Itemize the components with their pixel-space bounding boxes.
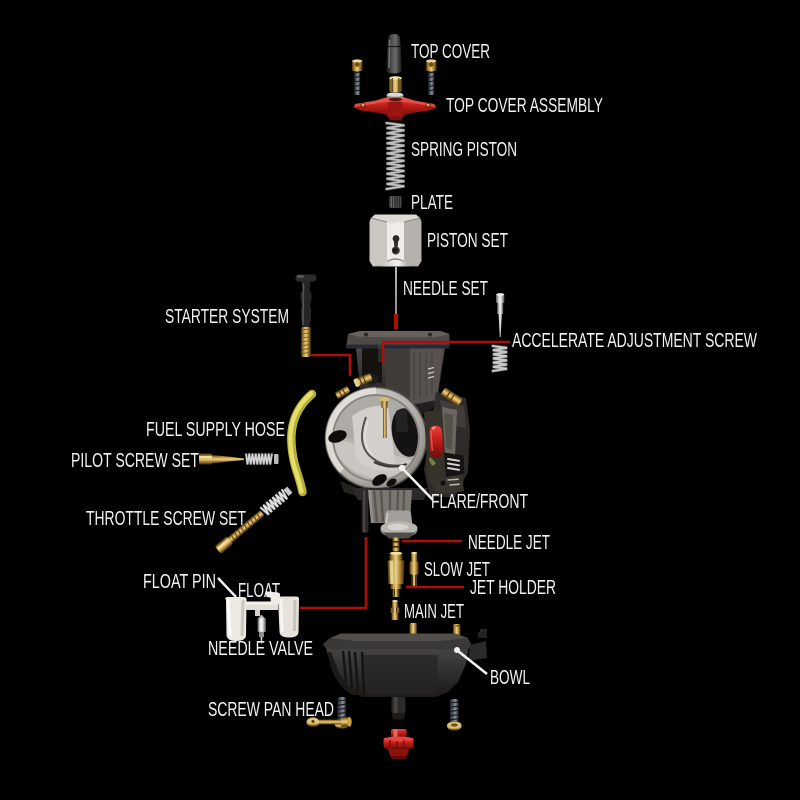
svg-text:TOP COVER: TOP COVER <box>411 41 490 63</box>
svg-text:SCREW PAN HEAD: SCREW PAN HEAD <box>208 699 334 721</box>
svg-text:PLATE: PLATE <box>411 192 453 214</box>
svg-text:PILOT SCREW SET: PILOT SCREW SET <box>71 450 199 472</box>
svg-text:BOWL: BOWL <box>490 667 530 689</box>
svg-text:NEEDLE SET: NEEDLE SET <box>403 278 488 300</box>
svg-text:STARTER SYSTEM: STARTER SYSTEM <box>165 306 289 328</box>
svg-text:ACCELERATE ADJUSTMENT SCREW: ACCELERATE ADJUSTMENT SCREW <box>512 330 757 352</box>
svg-text:PISTON SET: PISTON SET <box>427 230 508 252</box>
svg-text:SPRING PISTON: SPRING PISTON <box>411 139 517 161</box>
svg-text:NEEDLE VALVE: NEEDLE VALVE <box>208 638 313 660</box>
svg-text:FLOAT: FLOAT <box>238 580 280 602</box>
svg-text:NEEDLE JET: NEEDLE JET <box>468 532 550 554</box>
svg-text:JET HOLDER: JET HOLDER <box>470 577 556 599</box>
svg-text:SLOW JET: SLOW JET <box>424 559 490 581</box>
svg-text:TOP COVER ASSEMBLY: TOP COVER ASSEMBLY <box>446 95 603 117</box>
svg-text:FUEL SUPPLY HOSE: FUEL SUPPLY HOSE <box>146 419 285 441</box>
svg-text:THROTTLE SCREW SET: THROTTLE SCREW SET <box>86 508 246 530</box>
svg-text:MAIN JET: MAIN JET <box>404 601 464 623</box>
svg-text:FLOAT PIN: FLOAT PIN <box>143 571 216 593</box>
svg-text:FLARE/FRONT: FLARE/FRONT <box>431 491 528 513</box>
